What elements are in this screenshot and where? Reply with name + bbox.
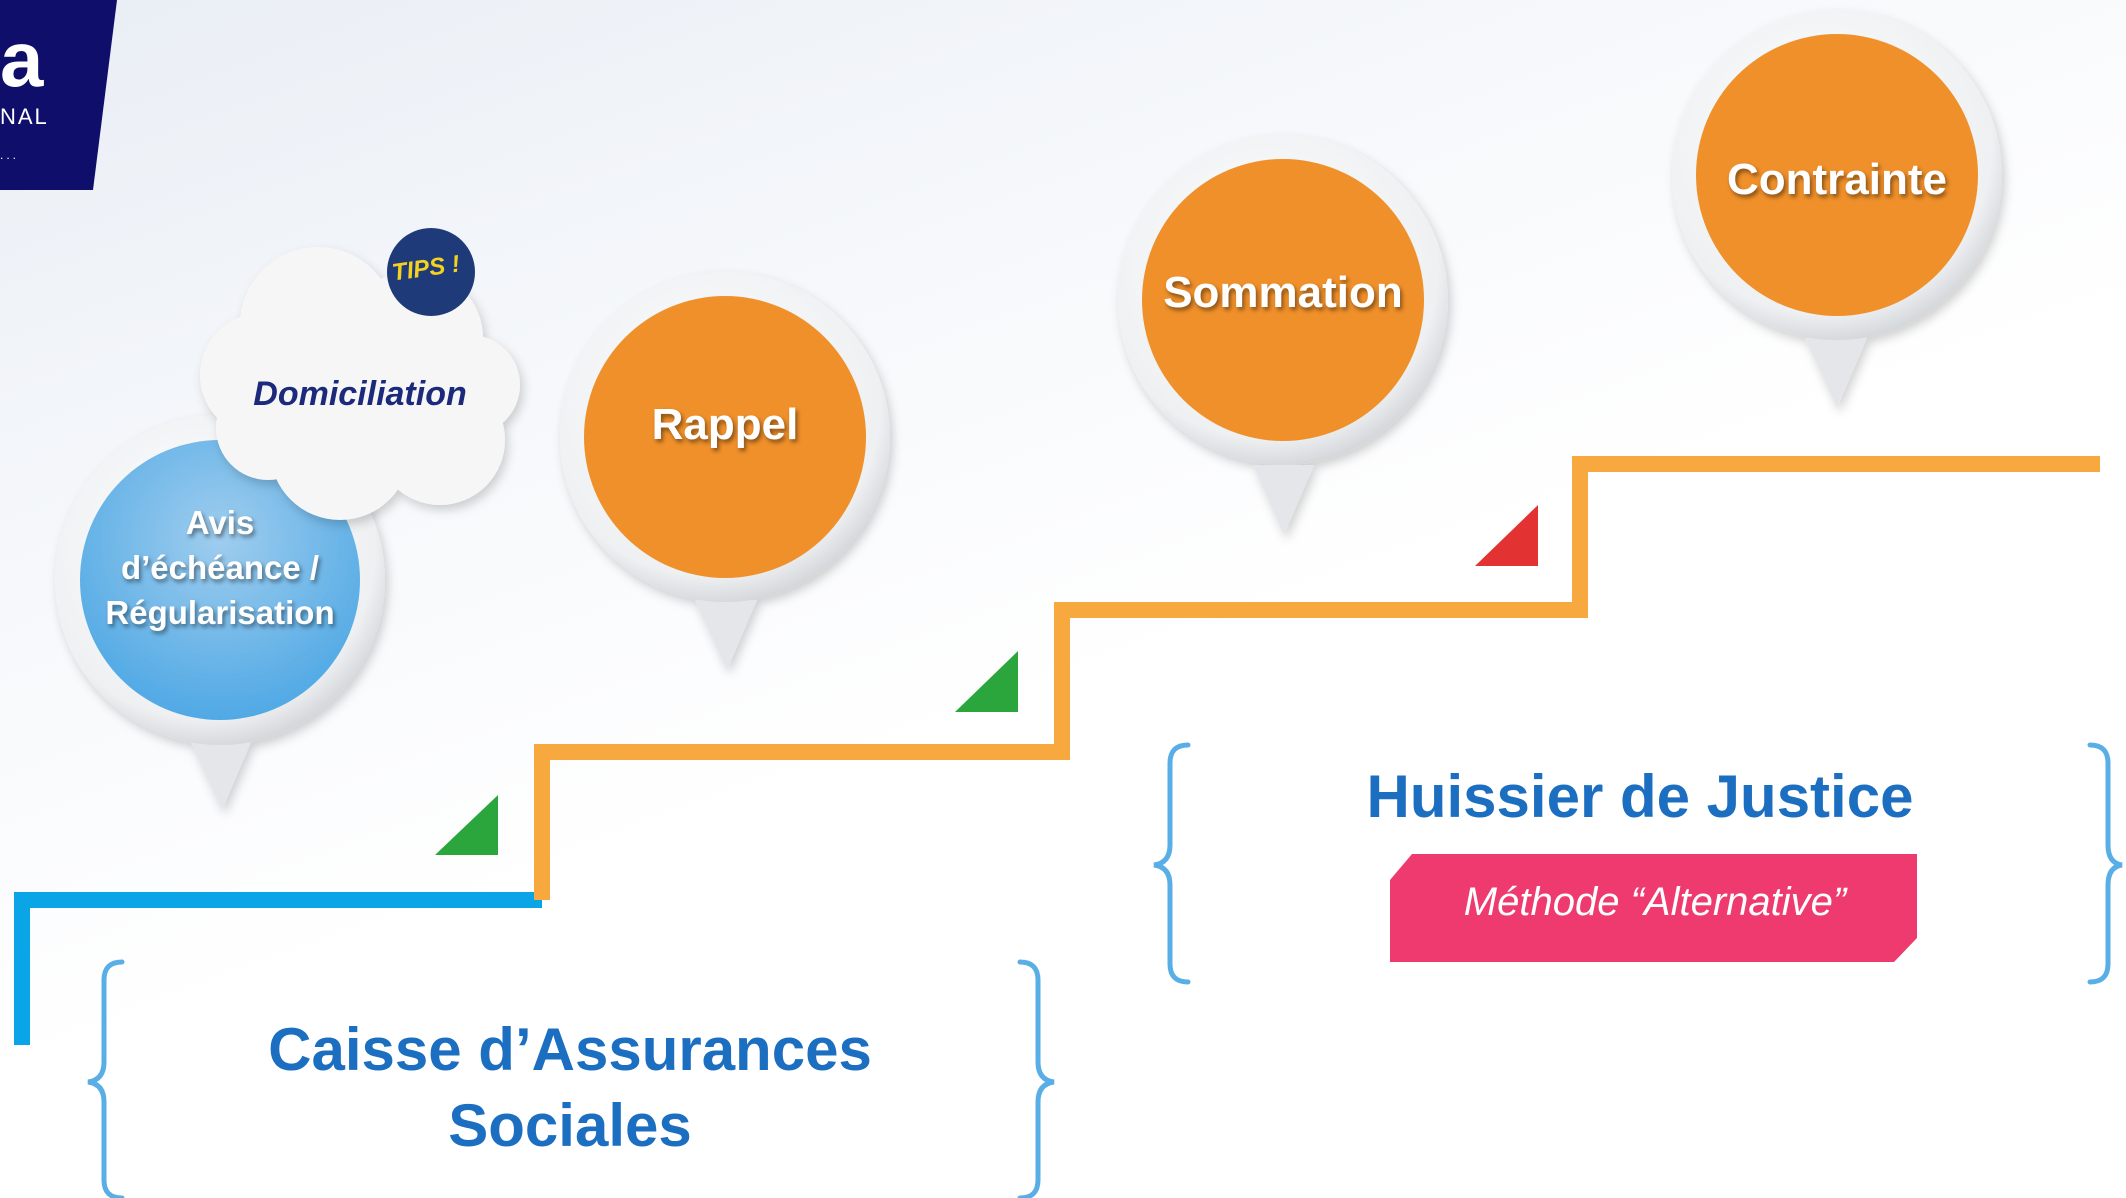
- logo: a NAL ...: [0, 0, 120, 190]
- stage-label-line: Contrainte: [1727, 155, 1947, 204]
- stage-label-line: Rappel: [651, 400, 799, 449]
- tips-badge: [387, 228, 475, 316]
- stage-pin-rappel: [560, 272, 890, 670]
- logo-mark: a: [0, 15, 44, 103]
- caisse-braces: [87, 959, 1055, 1198]
- stage-label-rappel: Rappel: [580, 400, 870, 450]
- progress-arrow-1: [435, 795, 498, 855]
- stage-label-line: Régularisation: [105, 594, 335, 631]
- huissier-title: Huissier de Justice: [1366, 763, 1914, 830]
- caisse-title-line: Sociales: [448, 1092, 692, 1159]
- logo-background: [0, 0, 117, 190]
- stage-label-contrainte: Contrainte: [1692, 155, 1982, 205]
- caisse-title-line: Caisse d’Assurances: [268, 1016, 872, 1083]
- stage-pin-contrainte: [1672, 10, 2002, 408]
- logo-subtitle: NAL: [0, 104, 49, 129]
- escalation-arrow: [1475, 505, 1538, 566]
- stage-label-avis: Avis d’échéance / Régularisation: [95, 500, 345, 635]
- stage-label-sommation: Sommation: [1138, 268, 1428, 318]
- staircase-first-step: [14, 892, 542, 1045]
- stage-label-line: d’échéance /: [120, 549, 320, 586]
- method-label: Méthode “Alternative”: [1463, 880, 1847, 924]
- logo-small-text: ...: [0, 148, 20, 162]
- domiciliation-label: Domiciliation: [253, 375, 467, 413]
- method-banner: [1390, 854, 1917, 962]
- stage-label-line: Avis: [185, 504, 255, 541]
- huissier-braces: [1153, 742, 2123, 985]
- stage-label-line: Sommation: [1163, 268, 1403, 317]
- progress-arrow-2: [955, 651, 1018, 712]
- domiciliation-cloud: [200, 247, 520, 520]
- stage-pin-sommation: [1118, 135, 1448, 535]
- caisse-title: Caisse d’Assurances Sociales: [220, 1012, 920, 1164]
- staircase-upper-steps: [534, 456, 2100, 900]
